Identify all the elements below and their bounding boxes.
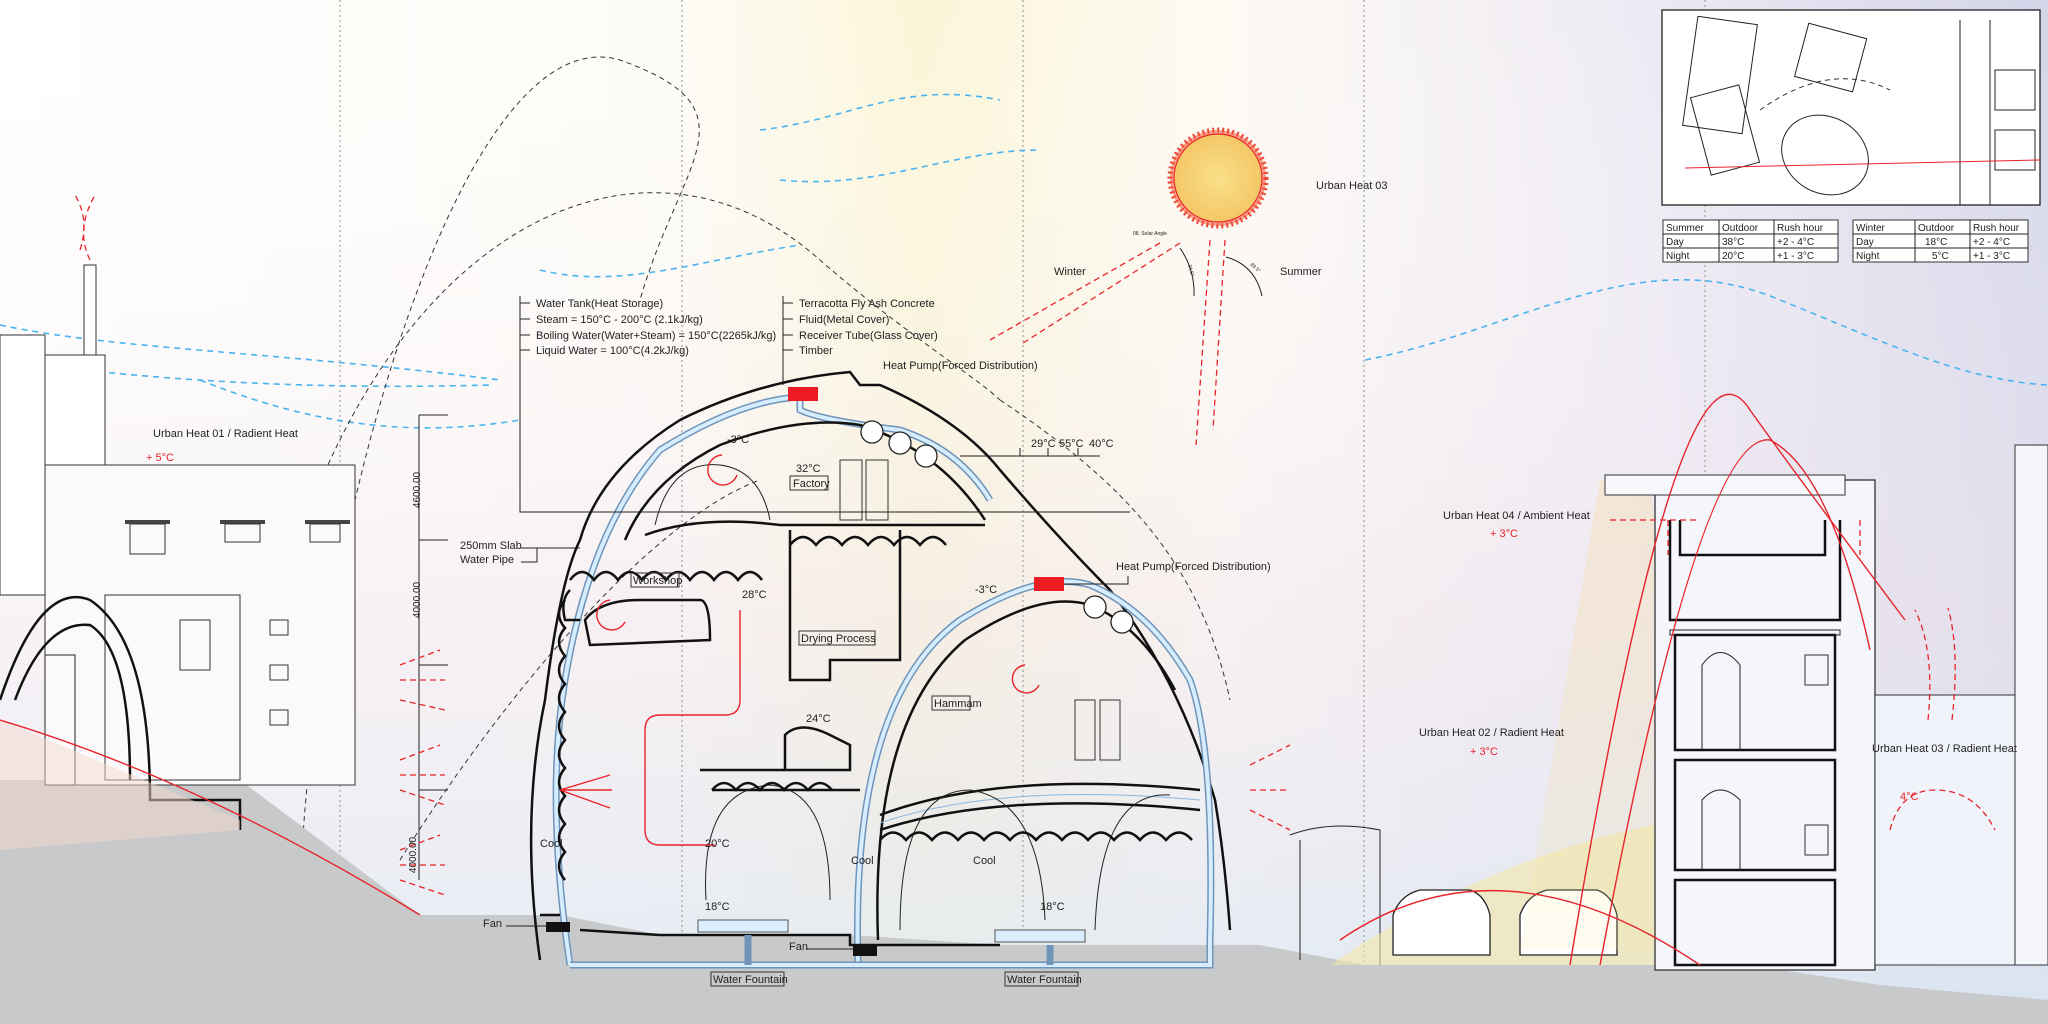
cool-mid: Cool <box>851 855 874 867</box>
winter-label: Winter <box>1054 266 1086 278</box>
room-labels: -3°C 32°C Factory Workshop 28°C Drying P… <box>483 434 1082 987</box>
fan-1-icon <box>546 922 570 932</box>
summer-cell: +1 - 3°C <box>1777 251 1814 262</box>
winter-table: Winter Outdoor Rush hour Day 18°C +2 - 4… <box>1852 219 2029 263</box>
legend-left-item: Boiling Water(Water+Steam) = 150°C(2265k… <box>536 330 776 342</box>
legend-right-item: Fluid(Metal Cover) <box>799 314 889 326</box>
summer-cell: Day <box>1666 237 1684 248</box>
urban-heat-03-delta: 4°C <box>1900 791 1919 803</box>
legend-left-item: Liquid Water = 100°C(4.2kJ/kg) <box>536 345 689 357</box>
heat-pump-label-top: Heat Pump(Forced Distribution) <box>883 360 1038 372</box>
summer-label: Summer <box>1280 266 1322 278</box>
urban-heat-01-label: Urban Heat 01 / Radient Heat <box>153 428 298 440</box>
legend-left-item: Water Tank(Heat Storage) <box>536 298 663 310</box>
cave-temp: 20°C <box>705 838 730 850</box>
summer-cell: 20°C <box>1722 251 1744 262</box>
fountain-2-label: Water Fountain <box>1007 974 1082 986</box>
temp-scale-55: 55°C <box>1059 438 1084 450</box>
sun-icon <box>1167 127 1269 229</box>
legend-right: Terracotta Fly Ash Concrete Fluid(Metal … <box>799 298 938 357</box>
winter-cell: Night <box>1856 251 1880 262</box>
dimension-4000-lower: 4000.00 <box>408 836 419 873</box>
winter-cell: 5°C <box>1932 251 1949 262</box>
fan-1-label: Fan <box>483 918 502 930</box>
urban-heat-01-delta: + 5°C <box>146 452 174 464</box>
dimension-4000-upper: 4000.00 <box>412 581 423 618</box>
summer-cell: +2 - 4°C <box>1777 237 1814 248</box>
cave-floor-temp: 18°C <box>705 901 730 913</box>
summer-cell: Night <box>1666 251 1690 262</box>
legend-left-item: Steam = 150°C - 200°C (2.1kJ/kg) <box>536 314 703 326</box>
ground <box>0 780 2048 1024</box>
factory-label: Factory <box>793 478 830 490</box>
winter-cell: +2 - 4°C <box>1973 237 2010 248</box>
cool-left: Cool <box>540 838 563 850</box>
legend-right-item: Receiver Tube(Glass Cover) <box>799 330 938 342</box>
cool-right: Cool <box>973 855 996 867</box>
summer-table: Summer Outdoor Rush hour Day 38°C +2 - 4… <box>1662 219 1839 263</box>
sun-rays <box>989 239 1263 446</box>
right-tower <box>1339 393 2048 971</box>
solar-angle-label: 08. Solar Angle <box>1133 231 1167 237</box>
top-temp: -3°C <box>727 434 749 446</box>
workshop-label: Workshop <box>633 575 682 587</box>
dimension-4600: 4600.00 <box>412 471 423 508</box>
urban-heat-04-delta: + 3°C <box>1490 528 1518 540</box>
gallery-temp: 24°C <box>806 713 831 725</box>
temp-scale-40: 40°C <box>1089 438 1114 450</box>
site-plan-inset <box>1661 9 2041 206</box>
winter-cell: 18°C <box>1925 237 1947 248</box>
heat-pump-top <box>788 387 818 401</box>
summer-header: Summer <box>1666 223 1704 234</box>
summer-header: Rush hour <box>1777 223 1824 234</box>
heat-pump-mid <box>1034 577 1064 591</box>
water-pipe-label: Water Pipe <box>460 554 514 566</box>
factory-temp: 32°C <box>796 463 821 475</box>
legend-right-item: Timber <box>799 345 833 357</box>
urban-heat-02-label: Urban Heat 02 / Radient Heat <box>1419 727 1564 739</box>
drying-label: Drying Process <box>801 633 876 645</box>
winter-cell: +1 - 3°C <box>1973 251 2010 262</box>
sun-label: Urban Heat 03 <box>1316 180 1388 192</box>
wind-lines <box>0 93 2048 429</box>
summer-header: Outdoor <box>1722 223 1759 234</box>
winter-header: Winter <box>1856 223 1886 234</box>
heat-pump-label-mid: Heat Pump(Forced Distribution) <box>1116 561 1271 573</box>
winter-header: Outdoor <box>1918 223 1955 234</box>
workshop-temp: 28°C <box>742 589 767 601</box>
right-floor-temp: 18°C <box>1040 901 1065 913</box>
legend-right-item: Terracotta Fly Ash Concrete <box>799 298 935 310</box>
fan-2-label: Fan <box>789 941 808 953</box>
fountain-1-label: Water Fountain <box>713 974 788 986</box>
urban-heat-03-label: Urban Heat 03 / Radient Heat <box>1872 743 2017 755</box>
hammam-label: Hammam <box>934 698 982 710</box>
urban-heat-04-label: Urban Heat 04 / Ambient Heat <box>1443 510 1590 522</box>
dimension-line <box>418 414 448 880</box>
winter-header: Rush hour <box>1973 223 2020 234</box>
legend-left: Water Tank(Heat Storage) Steam = 150°C -… <box>536 298 776 357</box>
heat-arrows-left <box>399 649 1291 896</box>
temp-scale-29: 29°C <box>1031 438 1056 450</box>
slab-label: 250mm Slab <box>460 540 522 552</box>
summer-cell: 38°C <box>1722 237 1744 248</box>
winter-cell: Day <box>1856 237 1874 248</box>
urban-heat-02-delta: + 3°C <box>1470 746 1498 758</box>
hammam-top-temp: -3°C <box>975 584 997 596</box>
fan-2-icon <box>853 946 877 956</box>
left-buildings <box>0 194 421 916</box>
